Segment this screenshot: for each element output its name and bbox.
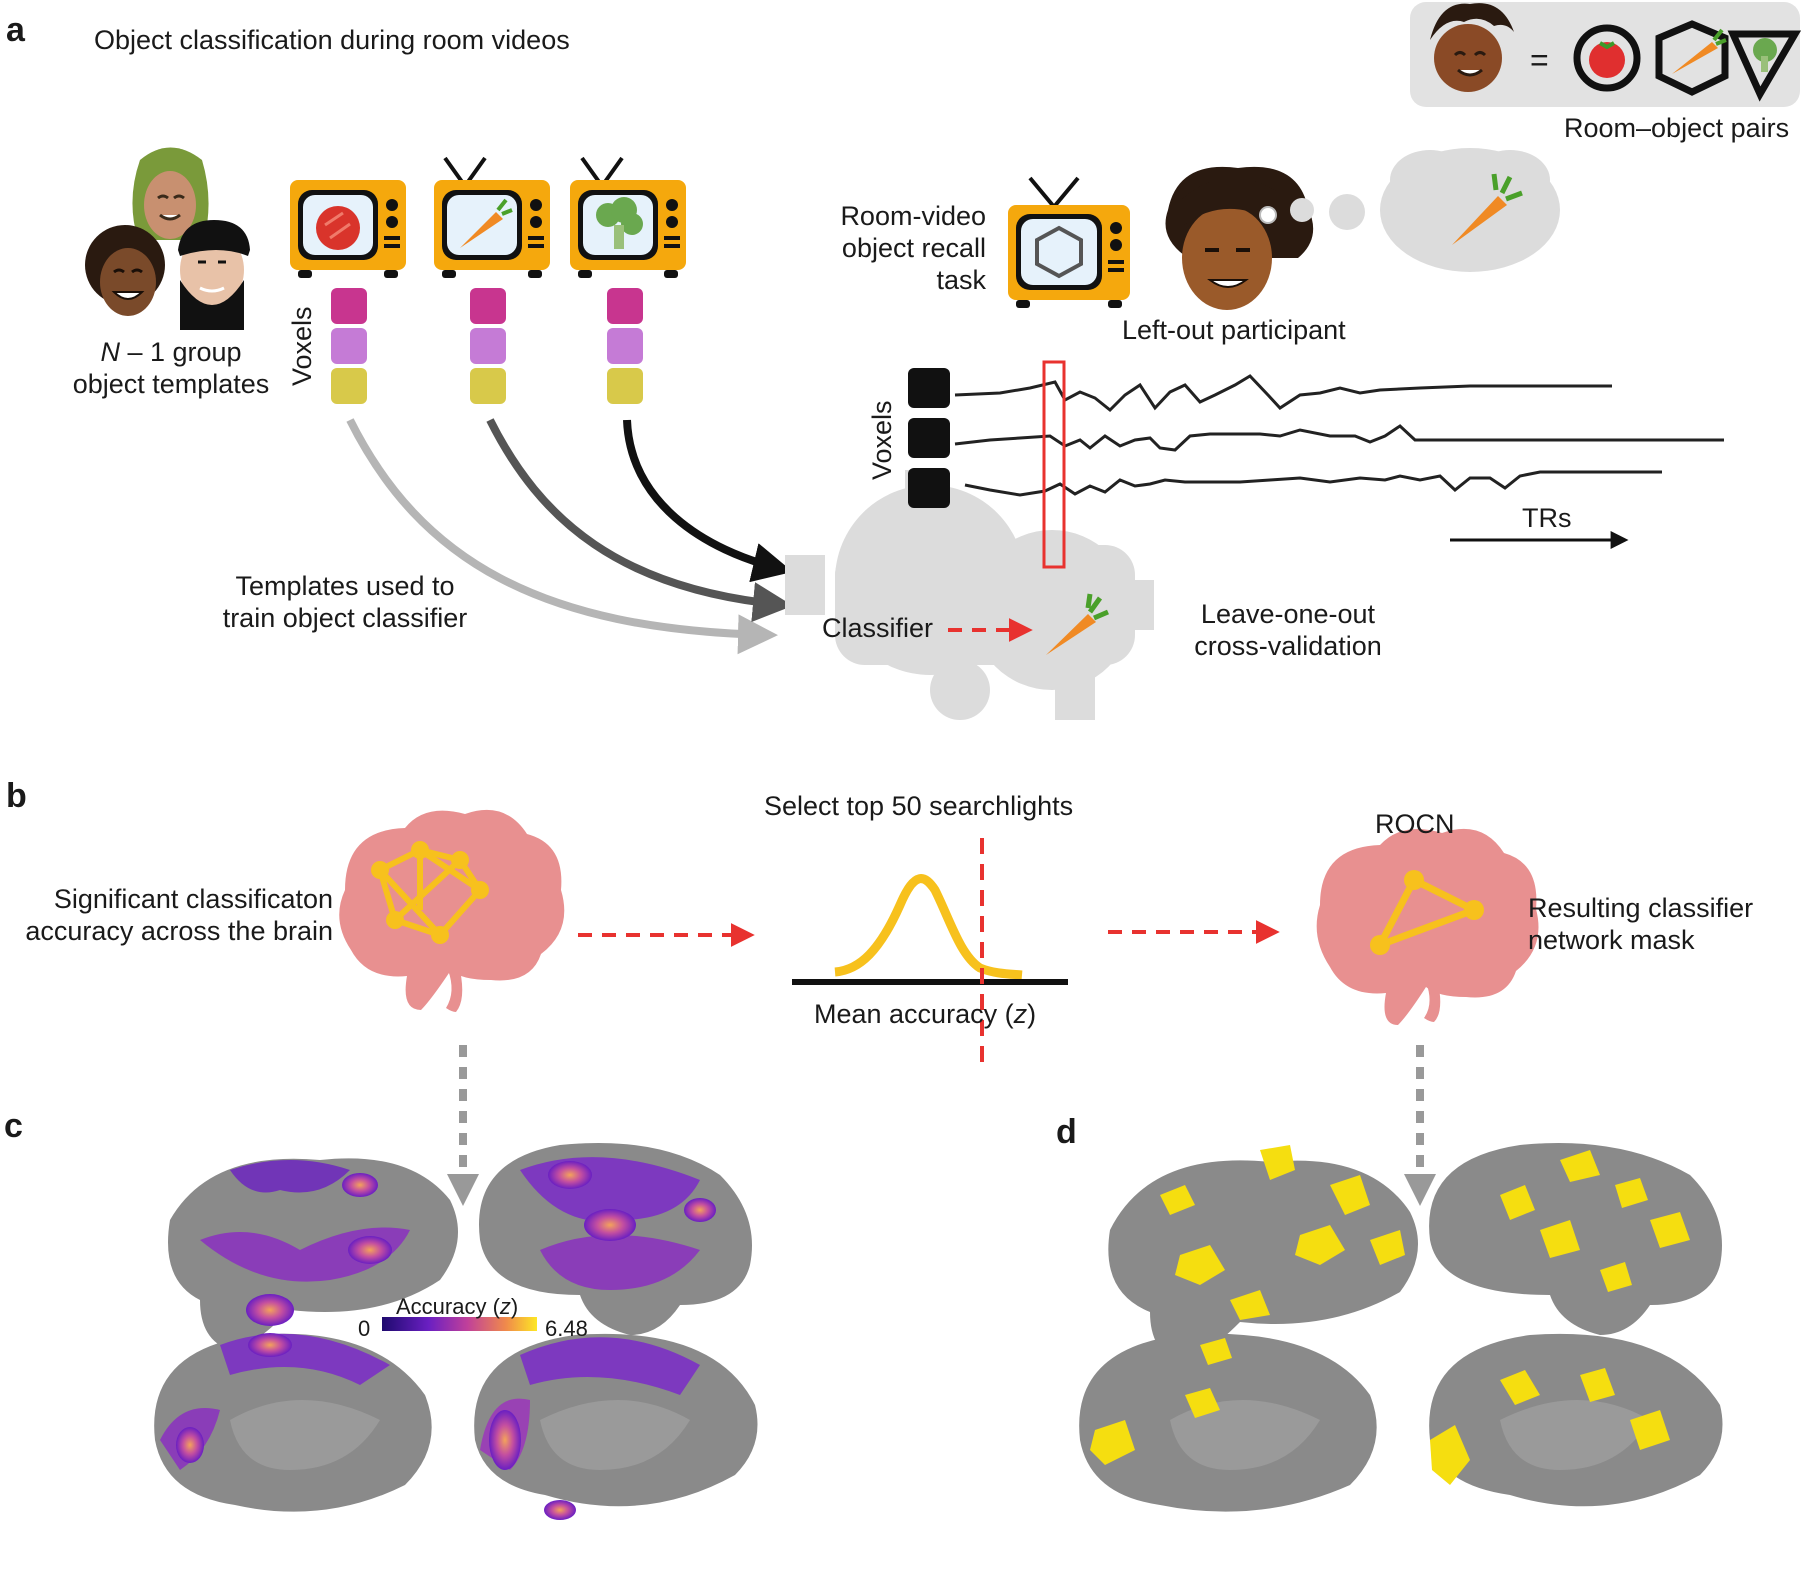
panel-label-a: a bbox=[6, 11, 25, 49]
voxel-timeseries bbox=[908, 360, 1724, 569]
panel-label-c: c bbox=[4, 1107, 23, 1145]
voxel-lilac bbox=[470, 328, 506, 364]
brain-lateral-right bbox=[479, 1143, 752, 1335]
voxel-olive bbox=[331, 368, 367, 404]
mask-lateral-right bbox=[1429, 1143, 1722, 1335]
accuracy-brain-maps bbox=[154, 1143, 758, 1520]
distribution-curve bbox=[834, 874, 1023, 980]
mask-medial-right bbox=[1429, 1333, 1723, 1507]
templates-train-line2: train object classifier bbox=[222, 603, 468, 633]
voxel-magenta bbox=[470, 288, 506, 324]
timeseries-line bbox=[964, 470, 1662, 497]
voxels-label-left: Voxels bbox=[287, 306, 317, 386]
brain-lateral-left bbox=[168, 1158, 458, 1350]
voxel-templates bbox=[331, 288, 643, 404]
template-arrow-light bbox=[346, 418, 778, 655]
template-arrow-black bbox=[623, 419, 793, 583]
voxel-lilac bbox=[607, 328, 643, 364]
resulting-line2: network mask bbox=[1528, 925, 1695, 955]
cross-validation-line2: cross-validation bbox=[1194, 631, 1382, 661]
colorbar-title: Accuracy (z) bbox=[396, 1294, 519, 1319]
tv-hexagon-icon bbox=[1008, 176, 1130, 308]
mask-lateral-left bbox=[1108, 1145, 1418, 1362]
legend-broccoli-triangle-icon bbox=[1727, 30, 1802, 102]
group-templates-label-2: object templates bbox=[72, 369, 270, 399]
recall-task-line2: object recall bbox=[841, 233, 986, 263]
group-templates-label: N – 1 group bbox=[100, 337, 242, 367]
legend-face-icon bbox=[1430, 3, 1514, 92]
person-hijab-icon bbox=[132, 147, 209, 240]
voxel-magenta bbox=[331, 288, 367, 324]
recall-task-line1: Room-video bbox=[840, 201, 986, 231]
voxel-magenta bbox=[607, 288, 643, 324]
participant-face-icon bbox=[1165, 166, 1314, 310]
legend-tomato-circle-icon bbox=[1573, 24, 1641, 92]
colorbar-min: 0 bbox=[358, 1316, 371, 1341]
room-object-legend bbox=[1410, 2, 1802, 107]
timeseries-line bbox=[954, 374, 1612, 413]
legend-carrot-hexagon-icon bbox=[1655, 20, 1729, 96]
accuracy-distribution bbox=[792, 838, 1068, 1070]
panel-label-b: b bbox=[6, 777, 27, 815]
brain-triangle-icon bbox=[1316, 828, 1539, 1025]
x-axis-label: Mean accuracy (z) bbox=[814, 999, 1037, 1029]
tv-tomato-icon bbox=[290, 180, 406, 278]
left-out-participant-label: Left-out participant bbox=[1122, 315, 1346, 345]
recall-task-line3: task bbox=[936, 265, 986, 295]
panel-a-title: Object classification during room videos bbox=[94, 25, 570, 55]
person-group-icon bbox=[85, 147, 250, 330]
template-arrow-dark bbox=[486, 418, 793, 623]
brain-medial-right bbox=[474, 1333, 758, 1520]
brain-network-icon bbox=[339, 809, 565, 1012]
timeseries-line bbox=[954, 424, 1724, 452]
colorbar-max: 6.48 bbox=[545, 1316, 588, 1341]
thought-bubble-carrot-icon bbox=[1259, 148, 1560, 272]
rocn-label: ROCN bbox=[1375, 809, 1455, 839]
mask-medial-left bbox=[1079, 1333, 1377, 1512]
gear-classifier-icon bbox=[785, 470, 1154, 720]
voxel-black bbox=[908, 468, 950, 508]
trs-label: TRs bbox=[1522, 503, 1572, 533]
brain-medial-left bbox=[154, 1333, 432, 1512]
significant-line2: accuracy across the brain bbox=[25, 916, 333, 946]
person-beard-icon bbox=[178, 220, 250, 330]
carrot-prediction-icon bbox=[1046, 593, 1109, 655]
legend-label: Room–object pairs bbox=[1564, 113, 1790, 143]
cross-validation-line1: Leave-one-out bbox=[1200, 599, 1376, 629]
tv-carrot-icon bbox=[434, 156, 550, 278]
significant-line1: Significant classificaton bbox=[53, 884, 333, 914]
selected-tr-box bbox=[1042, 360, 1066, 569]
tv-broccoli-icon bbox=[570, 156, 686, 278]
classifier-label: Classifier bbox=[822, 613, 934, 643]
templates-train-line1: Templates used to bbox=[235, 571, 455, 601]
voxel-black bbox=[908, 418, 950, 458]
voxel-black bbox=[908, 368, 950, 408]
panel-label-d: d bbox=[1056, 1113, 1077, 1151]
select-top-label: Select top 50 searchlights bbox=[764, 791, 1074, 821]
voxel-lilac bbox=[331, 328, 367, 364]
voxels-label-right: Voxels bbox=[867, 400, 897, 480]
resulting-line1: Resulting classifier bbox=[1528, 893, 1754, 923]
person-curly-icon bbox=[85, 225, 165, 316]
colorbar bbox=[382, 1317, 537, 1331]
voxel-olive bbox=[607, 368, 643, 404]
legend-equals: = bbox=[1530, 42, 1549, 78]
voxel-olive bbox=[470, 368, 506, 404]
classifier-mask-brain-maps bbox=[1079, 1143, 1723, 1512]
